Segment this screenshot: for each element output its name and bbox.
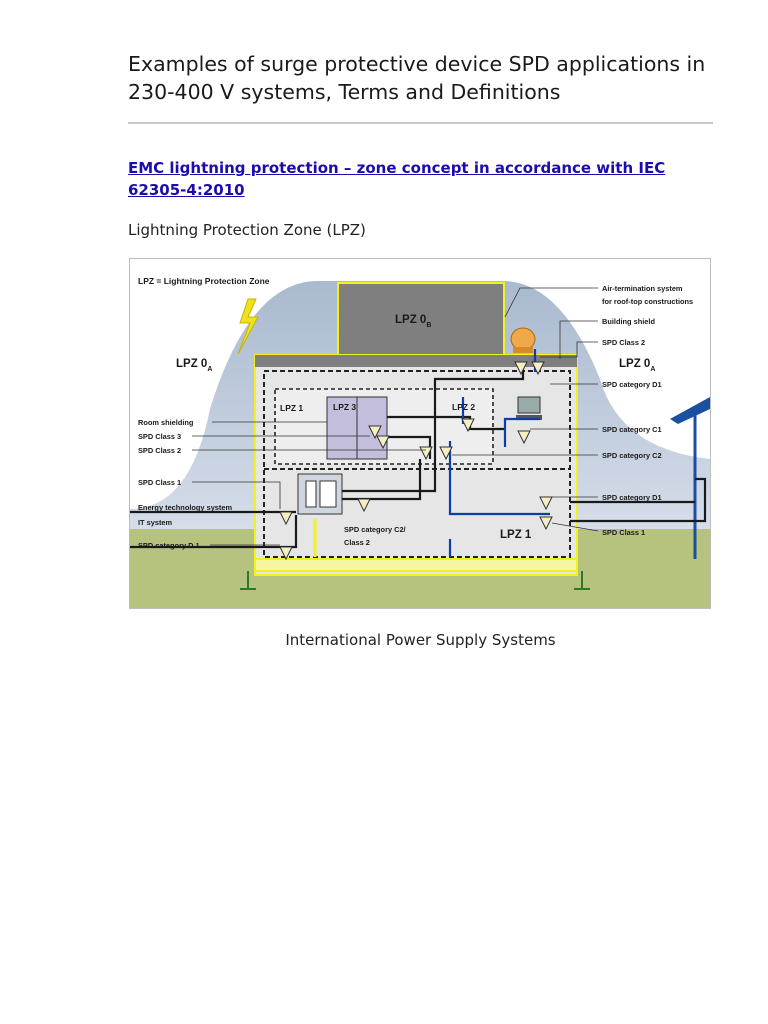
- label-spd-class2-left: SPD Class 2: [138, 446, 181, 455]
- spd-triangle-icon: [539, 496, 553, 511]
- spd-triangle-icon: [439, 446, 453, 461]
- zone-label-lpz0a-left: LPZ 0A: [176, 358, 212, 373]
- computer-icon: [517, 396, 541, 414]
- label-spd-cat-c2-class2: SPD category C2/: [344, 525, 406, 534]
- spd-triangle-icon: [279, 546, 293, 561]
- spd-triangle-icon: [539, 516, 553, 531]
- label-spd-cat-d1-left: SPD category D 1: [138, 541, 200, 550]
- label-spd-class1-left: SPD Class 1: [138, 478, 181, 487]
- label-spd-class2-right: SPD Class 2: [602, 338, 645, 347]
- lpz-diagram: LPZ = Lightning Protection Zone LPZ 0B L…: [130, 259, 710, 608]
- lpz-legend: LPZ = Lightning Protection Zone: [138, 276, 270, 286]
- building: [254, 354, 578, 576]
- spd-triangle-icon: [531, 361, 545, 376]
- label-energy-system: Energy technology system: [138, 503, 232, 512]
- label-spd-class3: SPD Class 3: [138, 432, 181, 441]
- zone-label-lpz1-inner: LPZ 1: [280, 403, 303, 413]
- lightning-bolt-icon: [237, 298, 259, 355]
- label-spd-cat-d1-top: SPD category D1: [602, 380, 662, 389]
- lpz1-boundary: [263, 370, 571, 558]
- spd-triangle-icon: [357, 498, 371, 513]
- zone-label-lpz0b: LPZ 0B: [395, 314, 431, 329]
- label-it-system: IT system: [138, 518, 173, 527]
- label-room-shielding: Room shielding: [138, 418, 194, 427]
- it-cable: [130, 515, 298, 549]
- zone-label-lpz1: LPZ 1: [500, 529, 532, 541]
- it-blue-cable: [448, 441, 550, 516]
- label-spd-class1-right: SPD Class 1: [602, 528, 645, 537]
- foundation-earth: [254, 558, 578, 572]
- section-subtitle: Lightning Protection Zone (LPZ): [128, 221, 366, 239]
- title-divider: [128, 122, 713, 124]
- page-title: Examples of surge protective device SPD …: [128, 52, 706, 104]
- spd-triangle-icon: [461, 418, 475, 433]
- label-building-shield: Building shield: [602, 317, 655, 326]
- roof-top-construction: [337, 282, 505, 356]
- building-roof: [255, 355, 577, 367]
- section-link-emc-lpz[interactable]: EMC lightning protection – zone concept …: [128, 159, 666, 199]
- lpz-diagram-figure: LPZ = Lightning Protection Zone LPZ 0B L…: [129, 258, 711, 609]
- air-termination-icon: [510, 327, 536, 351]
- zone-label-lpz2: LPZ 2: [452, 402, 475, 412]
- spd-triangle-icon: [514, 361, 528, 376]
- label-air-termination-2: for roof-top constructions: [602, 297, 693, 306]
- spd-triangle-icon: [279, 511, 293, 526]
- label-spd-cat-d1-mid: SPD category D1: [602, 493, 662, 502]
- caption-international-power-supply: International Power Supply Systems: [285, 631, 556, 649]
- spd-triangle-icon: [517, 430, 531, 445]
- spd-triangle-icon: [368, 425, 382, 440]
- label-spd-cat-c2: SPD category C2: [602, 451, 662, 460]
- label-spd-cat-c2-class2-line2: Class 2: [344, 538, 370, 547]
- spd-triangle-icon: [376, 435, 390, 450]
- zone-label-lpz0a-right: LPZ 0A: [619, 358, 655, 373]
- zone-label-lpz3: LPZ 3: [333, 402, 356, 412]
- label-air-termination: Air-termination system: [602, 284, 683, 293]
- label-spd-cat-c1: SPD category C1: [602, 425, 662, 434]
